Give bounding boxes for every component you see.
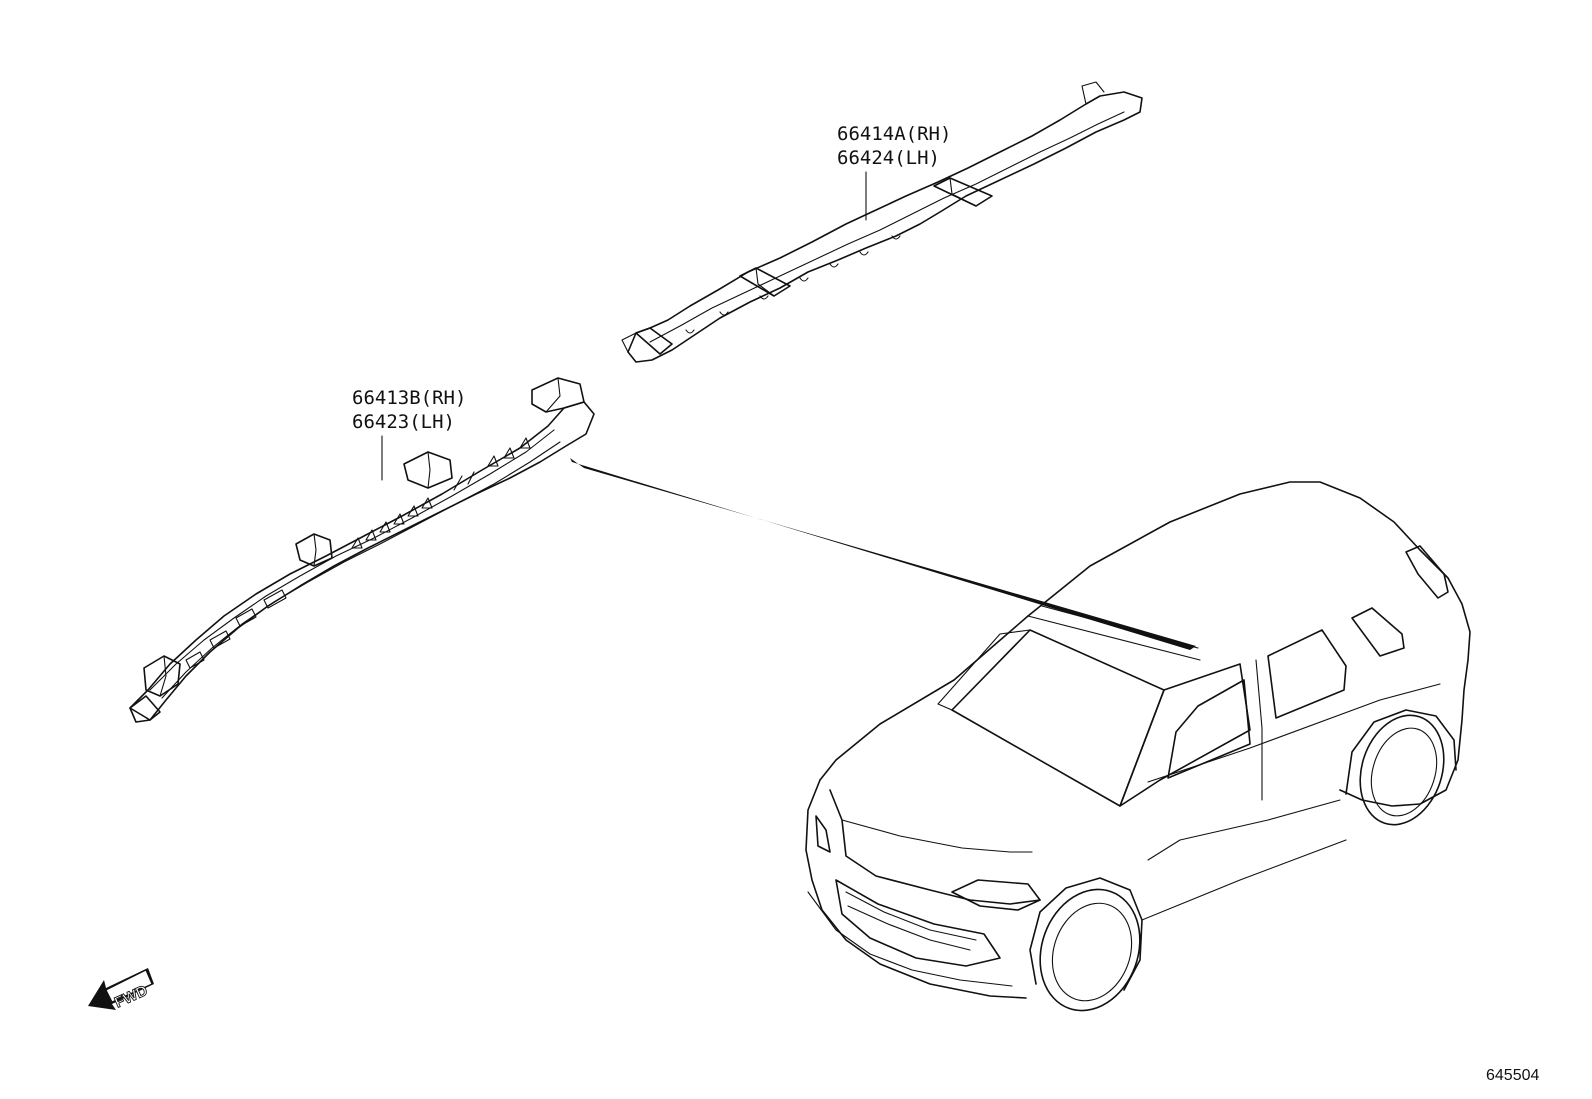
location-pointer bbox=[570, 458, 1196, 650]
lower-part-rh-label: 66413B(RH) bbox=[352, 387, 466, 409]
fwd-arrow-icon: FWD bbox=[88, 968, 154, 1012]
vehicle-illustration bbox=[805, 481, 1471, 1012]
upper-part-rh-label: 66414A(RH) bbox=[837, 123, 951, 145]
upper-rail-part bbox=[621, 81, 1143, 363]
lower-part-lh-label: 66423(LH) bbox=[352, 411, 455, 433]
lower-rail-part bbox=[129, 377, 595, 723]
upper-part-lh-label: 66424(LH) bbox=[837, 147, 940, 169]
diagram-ref-number: 645504 bbox=[1486, 1067, 1539, 1084]
